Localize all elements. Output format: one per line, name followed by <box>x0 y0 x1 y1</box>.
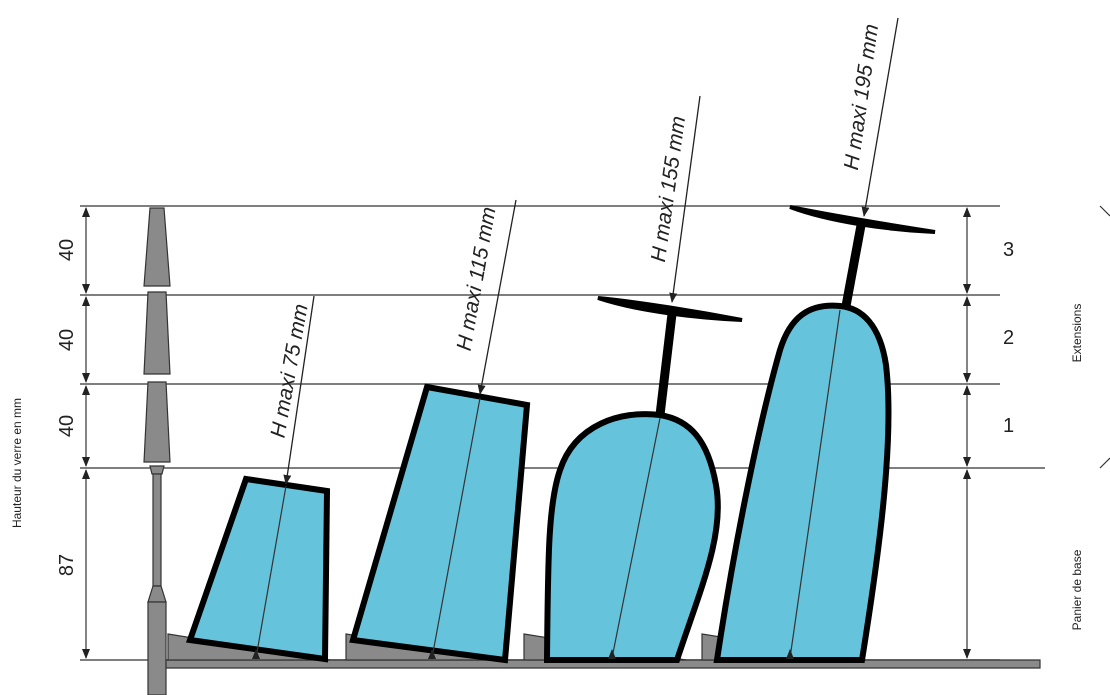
left-dimension-label: 87 <box>56 554 78 576</box>
stacked-extension-pegs <box>143 207 171 695</box>
extension-level-label: 3 <box>1003 239 1014 261</box>
extension-level-label: 2 <box>1003 327 1014 349</box>
base-up-arrows <box>252 649 794 659</box>
glass-wine-glass: H maxi 155 mm <box>543 95 743 663</box>
axis-label-glass-height: Hauteur du verre en mm <box>10 398 24 528</box>
left-dimension-label: 40 <box>56 329 78 351</box>
extensions-bracket <box>1099 205 1110 469</box>
glass-tall-wine-glass: H maxi 195 mm <box>713 17 936 663</box>
glass-height-label: H maxi 115 mm <box>453 205 501 352</box>
glass-height-label: H maxi 155 mm <box>647 115 690 264</box>
glass-height-label: H maxi 195 mm <box>840 23 883 172</box>
left-dimension-label: 40 <box>56 415 78 437</box>
axis-label-base-basket: Panier de base <box>1070 549 1084 630</box>
glass-tall-tumbler: H maxi 115 mm <box>349 199 531 664</box>
glass-height-label: H maxi 75 mm <box>267 302 313 439</box>
extension-level-label: 1 <box>1003 415 1014 437</box>
left-dimension-label: 40 <box>56 239 78 261</box>
axis-label-extensions: Extensions <box>1070 304 1084 363</box>
glass-tumbler: H maxi 75 mm <box>185 295 331 663</box>
